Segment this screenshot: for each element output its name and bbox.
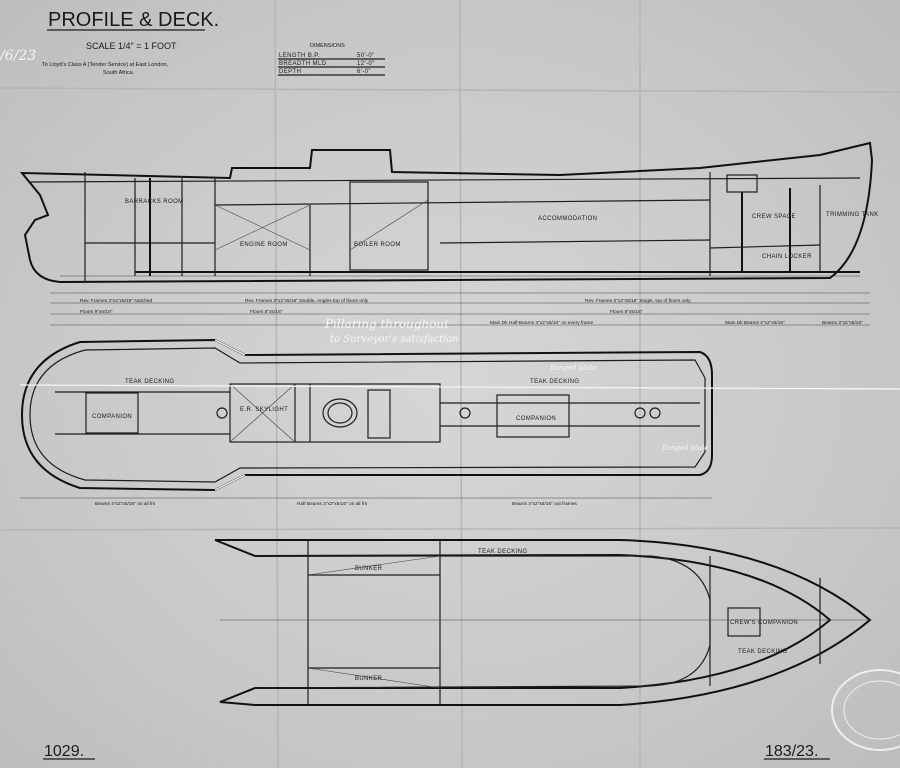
room-label-accommodation: Accommodation — [538, 216, 597, 222]
beam-note: Beams 3"x2"x5/16" — [822, 320, 863, 326]
frame-note: Rev. Frames 3"x2"x5/16" Notched — [80, 298, 153, 304]
subtitle-line1: To Lloyd's Class A (Tender Service) at E… — [42, 62, 169, 68]
frame-note: Rev. Frames 3"x2"x5/16" Double, Angles t… — [245, 298, 369, 304]
subtitle-line2: South Africa. — [103, 70, 135, 76]
room-label-barracks: Barracks Room — [125, 199, 184, 205]
drawing-title: PROFILE & DECK. — [48, 9, 219, 31]
room-label-crew-space: Crew Space — [752, 214, 796, 220]
beam-note: Half Beams 3"x2"x5/16" on all frs — [297, 501, 368, 507]
plan-number: 183/23. — [765, 743, 818, 760]
deck-label: Teak Decking — [530, 379, 579, 385]
room-label-boiler: Boiler Room — [354, 242, 401, 248]
date-mark: /6/23 — [0, 48, 36, 64]
beam-note: Beams 4"x2"x5/16" on all frs — [95, 501, 156, 507]
dimension-value: 50'-0" — [357, 53, 375, 59]
handwritten-note: flanged plate — [661, 444, 709, 452]
dimension-value: 6'-0" — [357, 69, 371, 75]
deck-label-skylight: E.R. Skylight — [240, 407, 288, 413]
profile-view: Barracks Room Engine Room Boiler Room Ac… — [19, 141, 879, 284]
main-deck-plan: Teak Decking Companion E.R. Skylight Tea… — [19, 338, 900, 507]
deck-label: Teak Decking — [738, 649, 787, 655]
floor-note: Floors 9"x5/16" — [80, 309, 113, 315]
deck-label-companion: Companion — [92, 414, 132, 420]
dimension-value: 12'-0" — [357, 61, 375, 67]
handwritten-note: flanged plate — [549, 364, 597, 372]
lower-deck-plan: Bunker Bunker Teak Decking Crew's Compan… — [214, 539, 872, 706]
deck-label-crew-companion: Crew's Companion — [730, 620, 798, 626]
room-label-engine: Engine Room — [240, 242, 288, 248]
profile-notes: Rev. Frames 3"x2"x5/16" Notched Rev. Fra… — [50, 292, 870, 345]
beam-note: Beams 4"x2"x5/16" out frames — [512, 501, 577, 507]
frame-note: Rev. Frames 3"x2"x5/16" Single, top of f… — [585, 298, 691, 304]
dimensions-table: DIMENSIONS Length B.P. 50'-0" Breadth Ml… — [278, 43, 385, 76]
office-stamp — [831, 669, 900, 751]
room-label-trimming-tank: Trimming Tank — [826, 212, 879, 218]
deck-label-bunker: Bunker — [355, 676, 383, 682]
floor-note: Floors 9"x5/16" — [610, 309, 643, 315]
dimension-label: Breadth Mld — [279, 61, 327, 67]
drawing-number: 1029. — [44, 743, 84, 760]
deck-label-companion: Companion — [516, 416, 556, 422]
handwritten-note: Pillaring throughout — [324, 317, 449, 331]
floor-note: Floors 8"x5/16" — [250, 309, 283, 315]
scale-label: SCALE 1/4" = 1 FOOT — [86, 41, 177, 51]
dimension-label: Length B.P. — [279, 53, 320, 59]
handwritten-note: to Surveyor's satisfaction — [330, 334, 459, 345]
deck-label: Teak Decking — [125, 379, 174, 385]
beam-note: Main Dk Half-Beams 3"x2"x5/16" on every … — [490, 320, 594, 326]
dimensions-heading: DIMENSIONS — [310, 43, 345, 49]
deck-label-bunker: Bunker — [355, 566, 383, 572]
dimension-label: Depth — [279, 69, 301, 75]
room-label-chain-locker: Chain Locker — [762, 254, 812, 260]
beam-note: Main Dk Beams 4"x2"x5/16" — [725, 320, 785, 326]
deck-label: Teak Decking — [478, 549, 527, 555]
